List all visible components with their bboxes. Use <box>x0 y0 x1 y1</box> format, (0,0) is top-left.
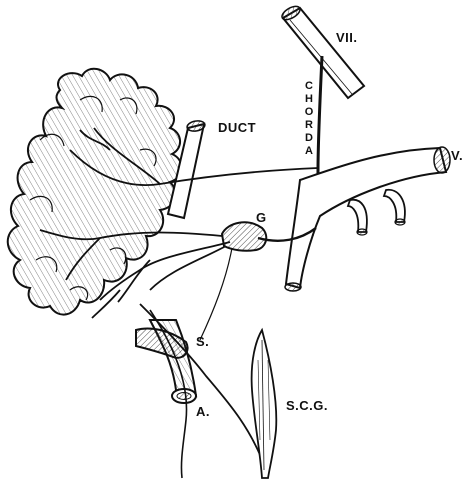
label-scg: S.C.G. <box>286 398 328 413</box>
superior-cervical-ganglion <box>252 330 277 478</box>
gland-outline <box>8 69 182 315</box>
label-s: S. <box>196 334 209 349</box>
g-to-scg-line <box>200 248 232 340</box>
ganglion-g <box>222 222 266 250</box>
label-chorda: CHORDA <box>302 80 316 158</box>
label-v: V. <box>451 148 463 163</box>
facial-artery <box>136 320 196 403</box>
label-a: A. <box>196 404 210 419</box>
label-g: G <box>256 210 267 225</box>
label-duct: DUCT <box>218 120 256 135</box>
label-vii: VII. <box>336 30 358 45</box>
